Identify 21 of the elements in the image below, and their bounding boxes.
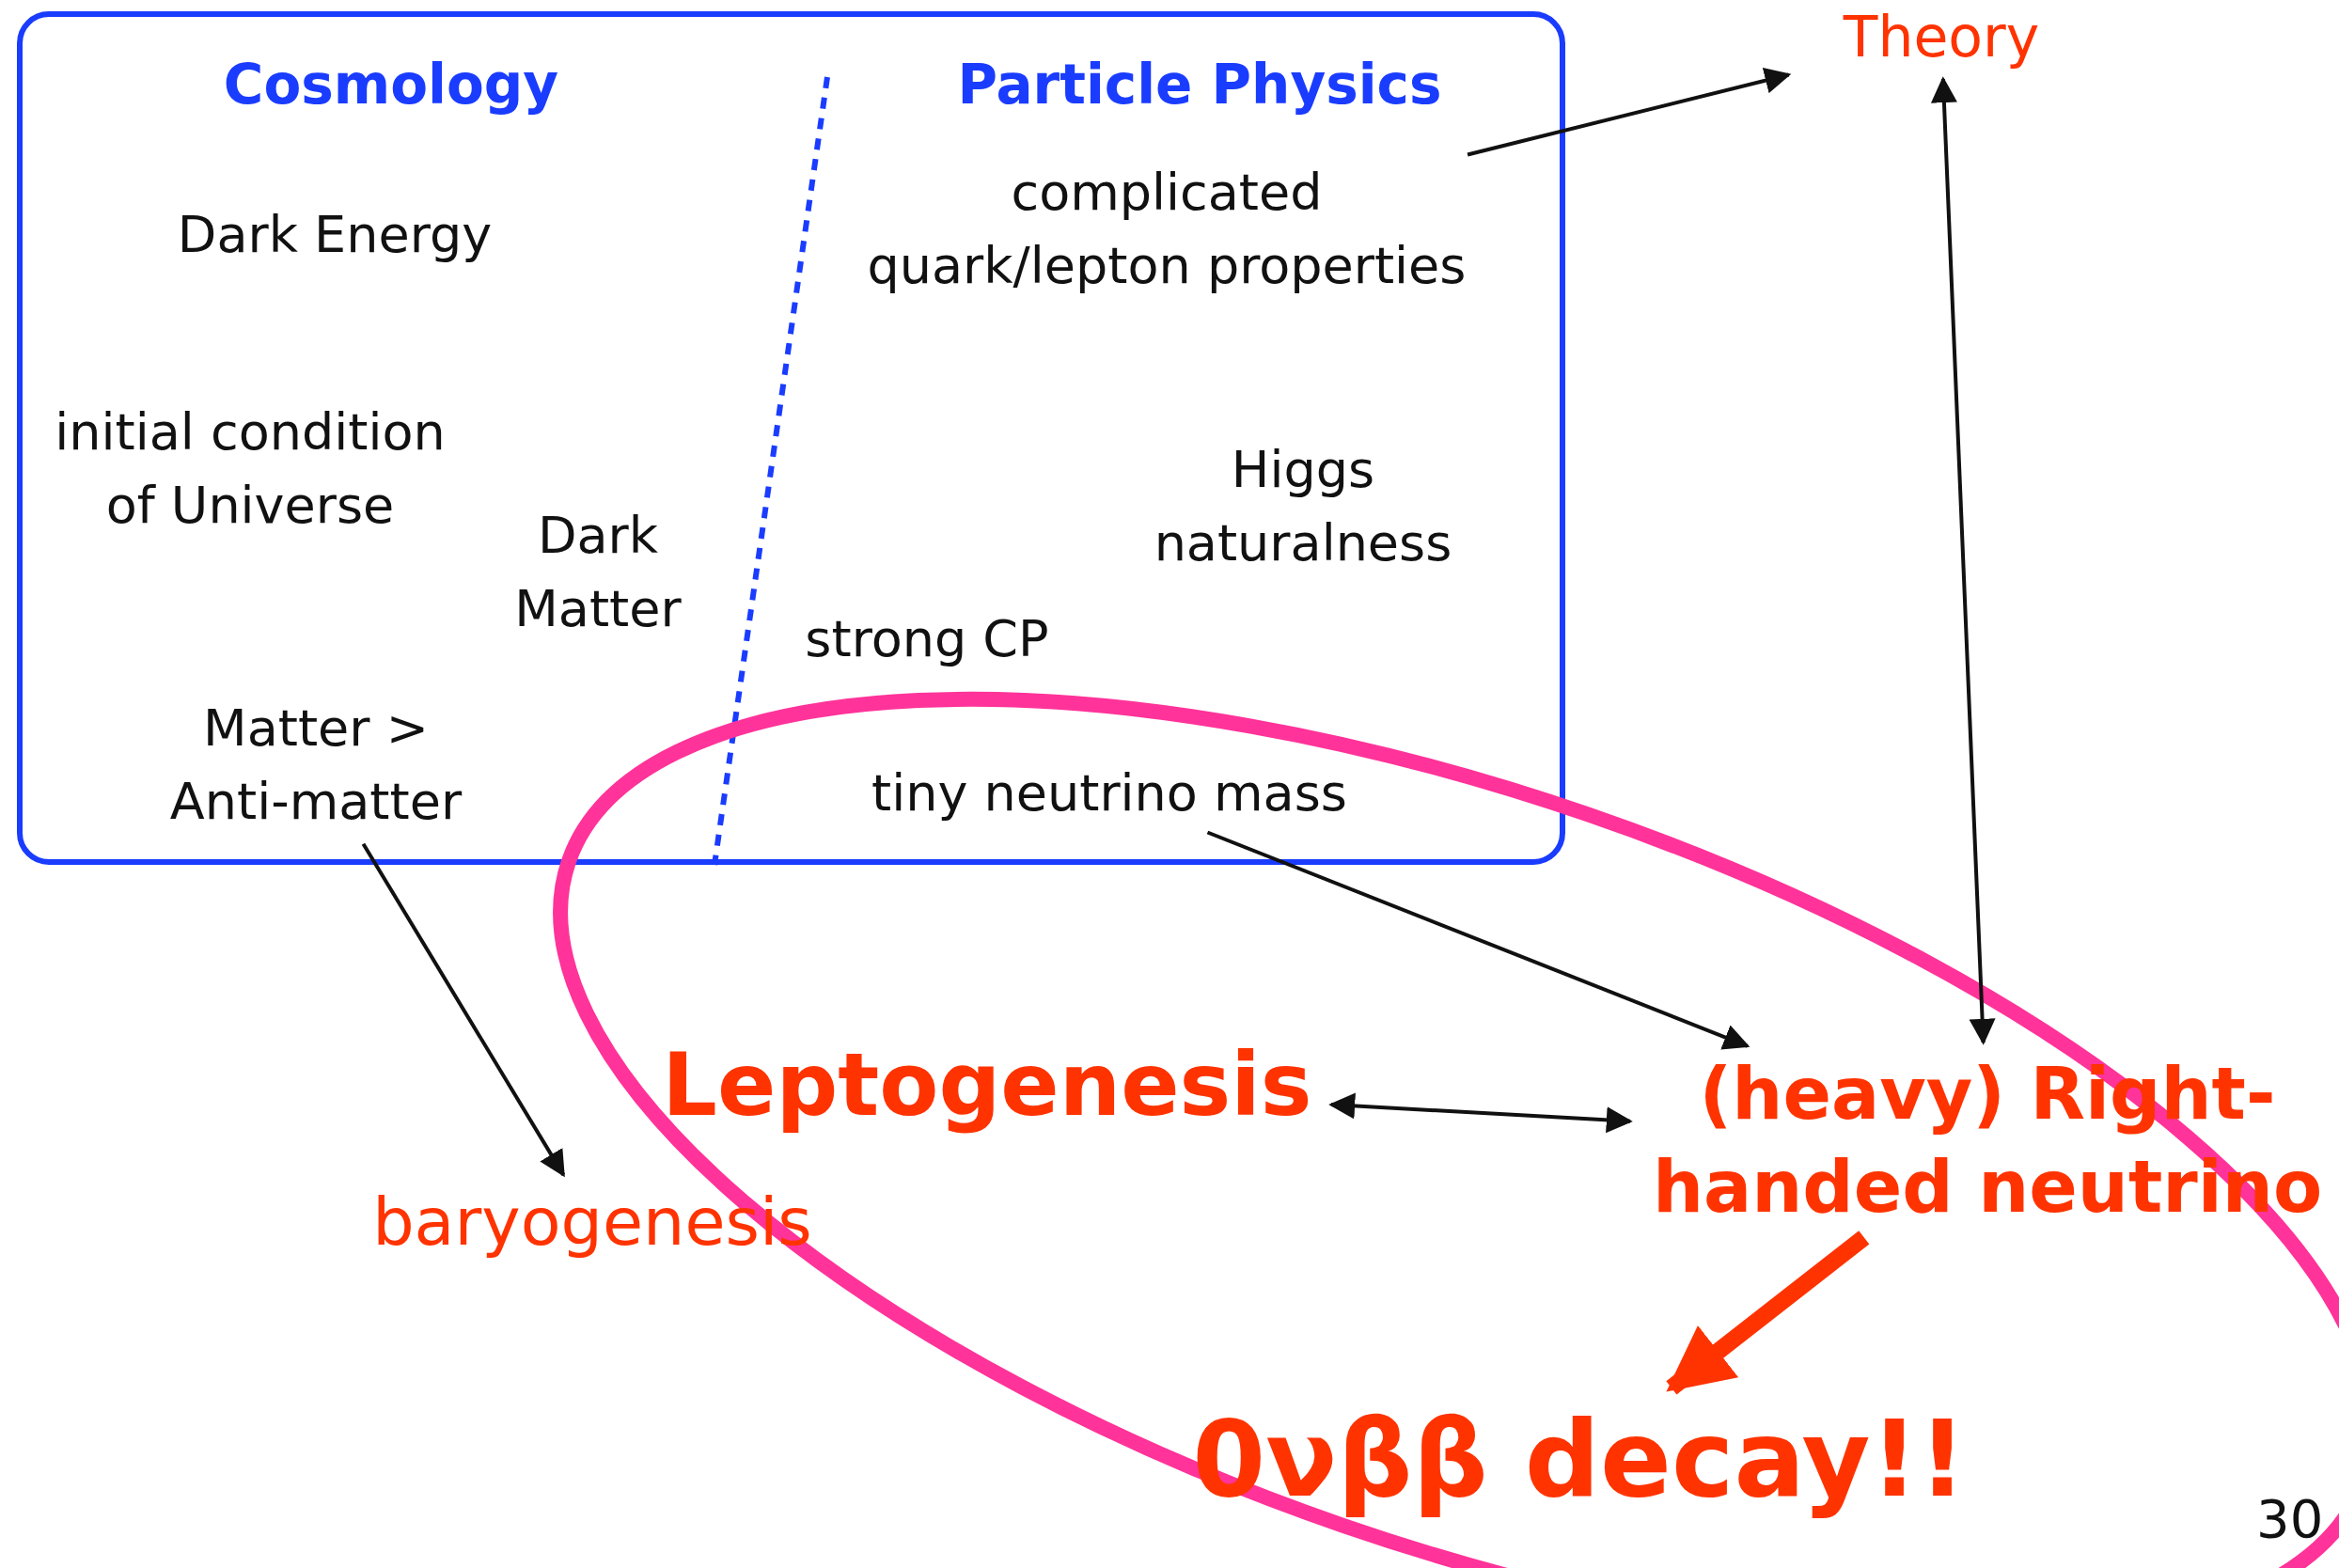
topic-panel bbox=[17, 11, 1565, 865]
topic-text: tiny neutrino mass bbox=[799, 757, 1420, 831]
page-number: 30 bbox=[2256, 1487, 2324, 1551]
column-heading: Particle Physics bbox=[956, 53, 1443, 117]
topic-text: Leptogenesis bbox=[649, 1029, 1326, 1142]
arrow bbox=[1930, 76, 1996, 1045]
topic-text: Dark Energy bbox=[118, 198, 551, 273]
arrow bbox=[1467, 67, 1792, 157]
arrow bbox=[1328, 1092, 1633, 1134]
topic-text: Dark Matter bbox=[476, 499, 720, 647]
theory-label: Theory bbox=[1786, 0, 2096, 73]
topic-text: 0νββ decay!! bbox=[1147, 1391, 2012, 1529]
arrow bbox=[1206, 830, 1750, 1050]
arrow bbox=[361, 842, 566, 1178]
topic-text: Higgs naturalness bbox=[1106, 433, 1500, 581]
topic-text: complicated quark/lepton properties bbox=[852, 156, 1482, 304]
topic-text: initial condition of Universe bbox=[48, 396, 452, 543]
column-heading: Cosmology bbox=[222, 53, 560, 117]
arrow bbox=[1666, 1231, 1870, 1395]
topic-text: strong CP bbox=[767, 603, 1087, 677]
topic-text: Matter > Anti-matter bbox=[156, 692, 476, 839]
